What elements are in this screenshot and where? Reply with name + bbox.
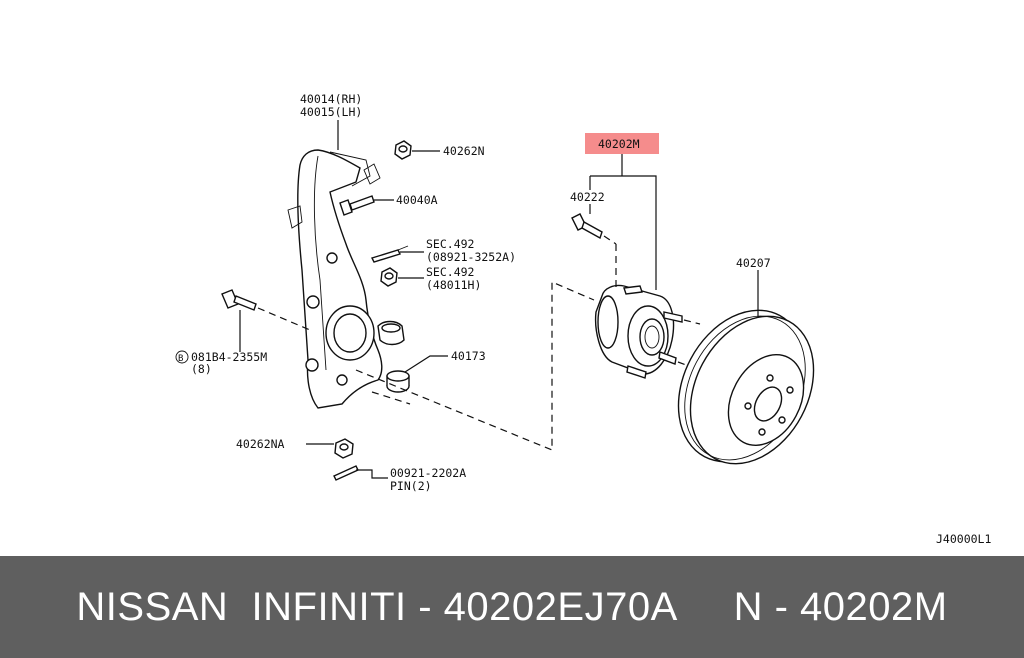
nut-40262na	[306, 438, 354, 459]
nut-48011h	[380, 267, 424, 287]
label-40207: 40207	[736, 256, 771, 270]
label-b-circle	[175, 350, 189, 364]
assembly-dashed-lines	[355, 281, 595, 451]
label-40173: 40173	[451, 349, 486, 363]
label-081b4-2355m: 081B4-2355M	[191, 350, 267, 364]
label-08921-3252a: (08921-3252A)	[426, 250, 516, 264]
cotter-pin-lower	[333, 465, 388, 481]
brake-rotor	[677, 270, 815, 465]
cotter-pin-upper	[371, 245, 424, 263]
label-00921-2202a: 00921-2202A	[390, 466, 466, 480]
label-40262na: 40262NA	[236, 437, 285, 451]
label-40222: 40222	[570, 190, 605, 204]
label-sec492-b: SEC.492	[426, 265, 474, 279]
parts-diagram: 40014(RH) 40015(LH) 40262N 40040A SEC.49…	[175, 92, 992, 546]
wheel-hub-assembly	[594, 284, 701, 379]
part-number-banner: NISSAN INFINITI - 40202EJ70A N - 40202M	[0, 556, 1024, 658]
label-40202m[interactable]: 40202M	[598, 137, 640, 151]
part-number-text: NISSAN INFINITI - 40202EJ70A N - 40202M	[76, 584, 948, 629]
parts-diagram-svg: 40014(RH) 40015(LH) 40262N 40040A SEC.49…	[175, 92, 991, 546]
label-pin-2: PIN(2)	[390, 479, 432, 493]
callout-labels: 40014(RH) 40015(LH) 40262N 40040A SEC.49…	[175, 92, 991, 546]
bolt-40040a	[339, 195, 394, 216]
label-48011h: (48011H)	[426, 278, 481, 292]
label-sec492-a: SEC.492	[426, 237, 474, 251]
bolt-081b4-2355m	[221, 289, 311, 352]
nut-40262n	[394, 140, 440, 160]
label-qty-8: (8)	[191, 362, 212, 376]
steering-knuckle	[287, 149, 405, 409]
cap-40173	[386, 355, 448, 393]
label-40014-rh: 40014(RH)	[300, 92, 362, 106]
highlight-40202m	[585, 133, 659, 154]
diagram-code: J40000L1	[936, 532, 991, 546]
label-b-letter: B	[178, 354, 183, 364]
label-40040a: 40040A	[396, 193, 438, 207]
hub-assy-leader	[589, 154, 657, 290]
label-40262n: 40262N	[443, 144, 485, 158]
label-40015-lh: 40015(LH)	[300, 105, 362, 119]
hub-bolt-40222	[571, 213, 617, 290]
